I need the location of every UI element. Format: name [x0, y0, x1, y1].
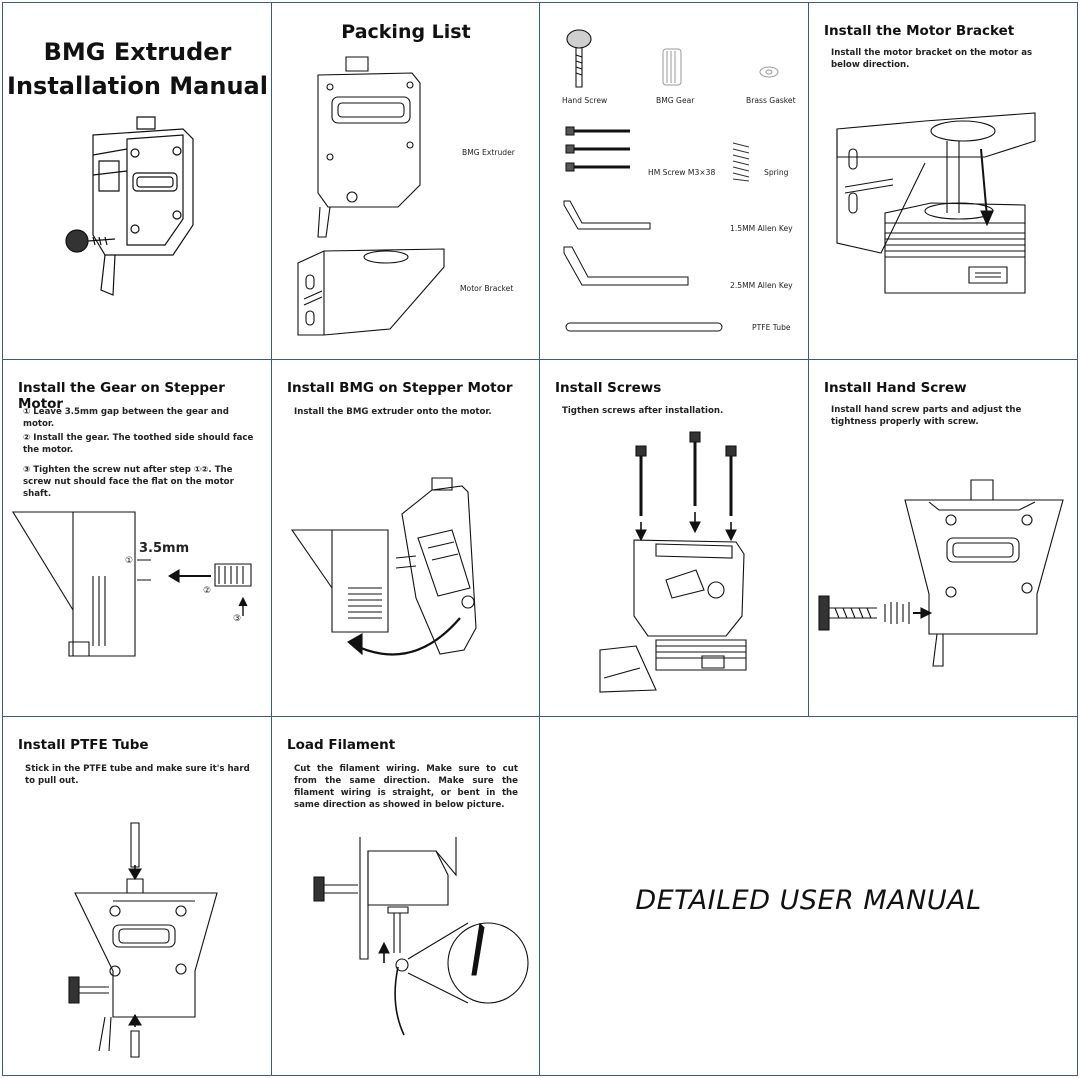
install-hand-screw-panel: Install Hand Screw Install hand screw pa… — [808, 359, 1078, 718]
label-brass-gasket: Brass Gasket — [746, 96, 796, 105]
allen-key-15-drawing — [562, 199, 652, 233]
hand-screw-drawing — [564, 29, 594, 91]
detailed-manual-panel: DETAILED USER MANUAL — [539, 716, 1078, 1076]
install-bmg-text: Install the BMG extruder onto the motor. — [294, 407, 492, 417]
install-gear-panel: Install the Gear on Stepper Motor ① Leav… — [2, 359, 273, 718]
gear-step-1: ① Leave 3.5mm gap between the gear and m… — [23, 407, 229, 429]
label-motor-bracket: Motor Bracket — [460, 284, 514, 293]
label-ptfe-tube: PTFE Tube — [752, 323, 791, 332]
install-motor-bracket-title: Install the Motor Bracket — [824, 23, 1015, 39]
label-bmg-extruder: BMG Extruder — [462, 148, 515, 157]
spring-drawing — [730, 141, 752, 183]
label-spring: Spring — [764, 168, 789, 177]
install-screws-title: Install Screws — [555, 380, 662, 396]
cover-title-line2: Installation Manual — [7, 72, 268, 100]
gear-step-2: ② Install the gear. The toothed side sho… — [23, 433, 254, 455]
label-hand-screw: Hand Screw — [562, 96, 608, 105]
extruder-illustration — [53, 115, 223, 300]
install-hand-screw-title: Install Hand Screw — [824, 380, 967, 396]
gear-marker-3: ③ — [233, 614, 242, 624]
allen-key-25-drawing — [562, 245, 692, 289]
screws-install-drawing — [596, 430, 756, 700]
parts-panel: Hand Screw BMG Gear Brass Gasket HM Scre… — [539, 2, 810, 361]
cover-panel: BMG Extruder Installation Manual — [2, 2, 273, 361]
load-filament-panel: Load Filament Cut the filament wiring. M… — [271, 716, 541, 1076]
motor-bracket-drawing — [294, 239, 444, 339]
bmg-install-drawing — [292, 478, 524, 678]
cover-title-line1: BMG Extruder — [43, 38, 232, 66]
brass-gasket-drawing — [758, 65, 780, 79]
gear-install-drawing — [13, 506, 263, 666]
label-allen-key-15: 1.5MM Allen Key — [730, 224, 793, 233]
packing-list-panel: Packing List BMG Extruder Motor Bracket — [271, 2, 541, 361]
gear-step-3: ③ Tighten the screw nut after step ①②. T… — [23, 465, 234, 499]
install-bmg-panel: Install BMG on Stepper Motor Install the… — [271, 359, 541, 718]
label-bmg-gear: BMG Gear — [656, 96, 695, 105]
detailed-manual-label: DETAILED USER MANUAL — [635, 885, 982, 916]
motor-bracket-install-drawing — [835, 93, 1065, 305]
gear-marker-1: ① — [125, 556, 134, 566]
load-filament-text: Cut the filament wiring. Make sure to cu… — [294, 764, 518, 810]
install-ptfe-panel: Install PTFE Tube Stick in the PTFE tube… — [2, 716, 273, 1076]
install-ptfe-text: Stick in the PTFE tube and make sure it'… — [25, 764, 250, 786]
load-filament-title: Load Filament — [287, 737, 396, 753]
install-hand-screw-text: Install hand screw parts and adjust the … — [831, 405, 1022, 427]
install-ptfe-title: Install PTFE Tube — [18, 737, 149, 753]
install-bmg-title: Install BMG on Stepper Motor — [287, 380, 513, 396]
hand-screw-install-drawing — [813, 480, 1069, 670]
filament-load-drawing — [308, 835, 518, 1045]
label-allen-key-25: 2.5MM Allen Key — [730, 281, 793, 290]
install-motor-bracket-panel: Install the Motor Bracket Install the mo… — [808, 2, 1078, 361]
bmg-extruder-drawing — [312, 57, 432, 243]
ptfe-tube-drawing — [564, 321, 724, 333]
install-motor-bracket-text: Install the motor bracket on the motor a… — [831, 48, 1033, 70]
gap-dimension-label: 3.5mm — [139, 541, 190, 556]
hm-screws-drawing — [564, 125, 634, 177]
install-screws-panel: Install Screws Tigthen screws after inst… — [539, 359, 810, 718]
ptfe-install-drawing — [59, 821, 229, 1057]
install-screws-text: Tigthen screws after installation. — [562, 406, 724, 416]
packing-list-title: Packing List — [341, 21, 471, 43]
label-hm-screw: HM Screw M3×38 — [648, 168, 716, 177]
gear-marker-2: ② — [203, 586, 212, 596]
install-gear-title: Install the Gear on Stepper Motor — [18, 380, 225, 412]
bmg-gear-drawing — [660, 45, 684, 89]
